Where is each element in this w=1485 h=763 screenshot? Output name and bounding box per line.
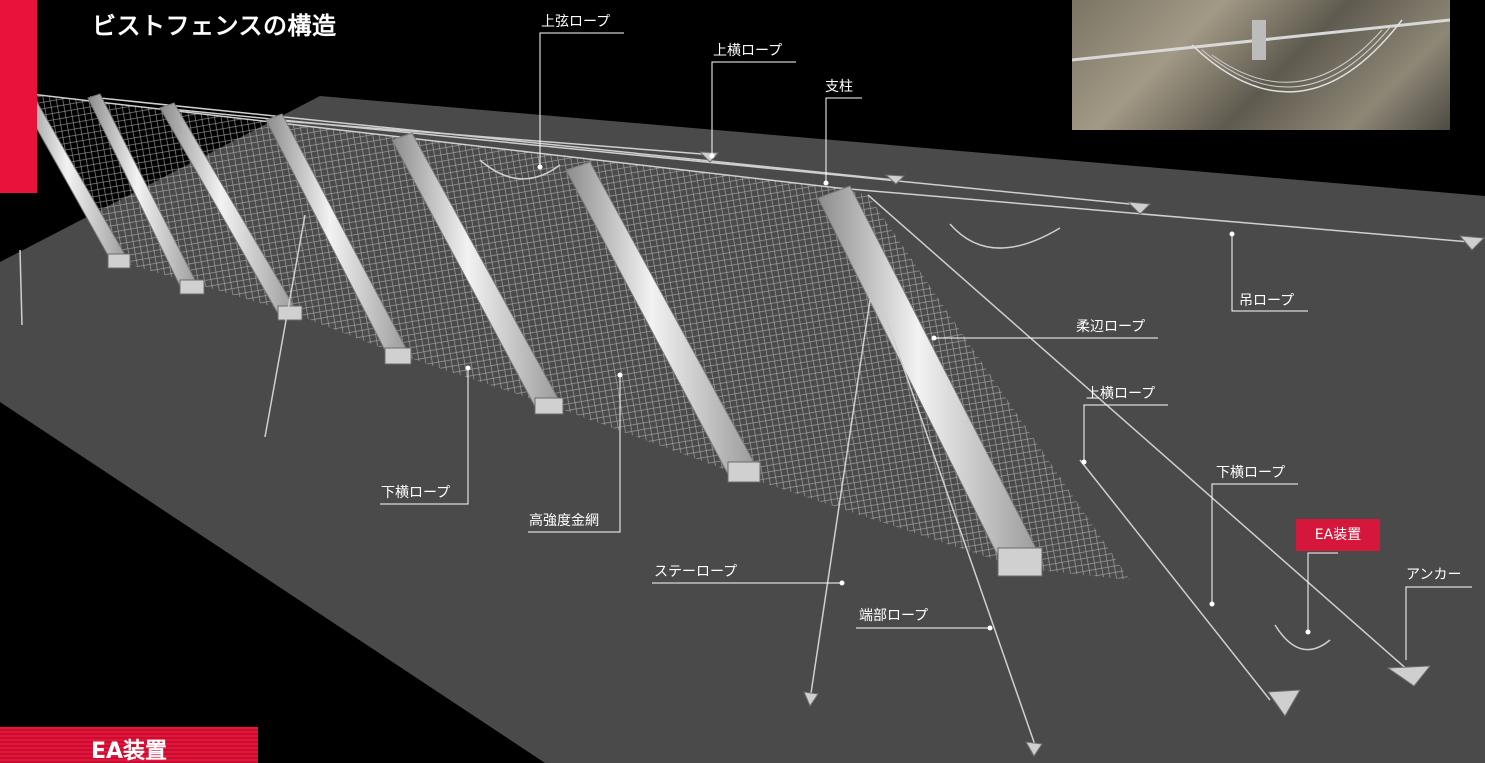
posts — [17, 89, 1041, 571]
label-upper-horizontal-rope-top: 上横ロープ — [713, 43, 783, 59]
label-ea-device: EA装置 — [1296, 519, 1380, 551]
label-end-rope: 端部ロープ — [859, 608, 929, 624]
installation-photo — [1072, 0, 1450, 130]
label-post: 支柱 — [825, 79, 853, 95]
label-lower-horizontal-rope-right: 下横ロープ — [1216, 465, 1286, 481]
label-lower-horizontal-rope-left: 下横ロープ — [381, 485, 451, 501]
label-flexible-edge-rope: 柔辺ロープ — [1076, 319, 1146, 335]
anchor-ropes — [19, 194, 1411, 746]
post-bases — [107, 253, 1043, 577]
accent-bar — [0, 0, 37, 193]
label-upper-chord-rope: 上弦ロープ — [541, 14, 611, 30]
label-high-strength-net: 高強度金網 — [529, 513, 599, 529]
label-stay-rope: ステーロープ — [654, 564, 738, 580]
label-upper-horizontal-rope-right: 上横ロープ — [1086, 386, 1156, 402]
label-hanging-rope: 吊ロープ — [1239, 293, 1295, 309]
leader-dots — [465, 153, 1311, 635]
label-anchor: アンカー — [1406, 567, 1462, 583]
top-ropes — [21, 92, 1471, 249]
leader-lines — [380, 32, 1472, 660]
ea-device-section-badge: EA装置 — [0, 727, 258, 763]
page-title: ビストフェンスの構造 — [92, 12, 337, 40]
